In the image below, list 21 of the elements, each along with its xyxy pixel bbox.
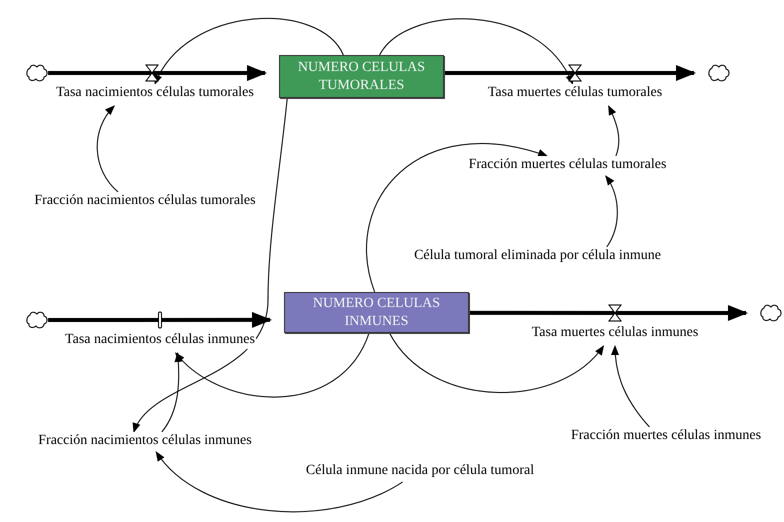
flow-pipe xyxy=(444,65,696,81)
causal-arrow xyxy=(96,105,119,192)
flow-rate-label: Tasa nacimientos células inmunes xyxy=(64,331,256,349)
causal-arrow xyxy=(161,352,182,432)
causal-arrow xyxy=(379,18,574,85)
flow-pipe xyxy=(48,312,272,328)
causal-arrow xyxy=(605,175,618,248)
stock-box: NUMERO CELULAS TUMORALES xyxy=(279,55,444,98)
variable-label: Célula inmune nacida por célula tumoral xyxy=(304,462,536,480)
causal-arrow xyxy=(366,143,548,292)
causal-arrow xyxy=(156,451,404,512)
variable-label: Célula tumoral eliminada por célula inmune xyxy=(413,247,662,265)
causal-arrow xyxy=(175,332,370,398)
causal-arrow xyxy=(388,332,604,393)
flow-pipe xyxy=(469,305,748,321)
flow-pipe xyxy=(48,65,267,82)
causal-arrow xyxy=(154,18,344,85)
stock-box: NUMERO CELULAS INMUNES xyxy=(284,292,469,333)
causal-arrow xyxy=(611,345,650,428)
causal-arrow xyxy=(608,105,620,156)
causal-arrow xyxy=(133,98,288,433)
